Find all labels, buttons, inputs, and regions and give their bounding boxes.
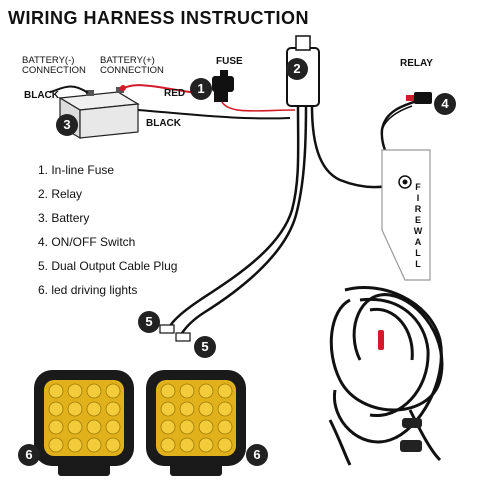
led-cell [48,383,64,399]
legend-item: 2. Relay [38,187,83,201]
harness-connectors [378,330,422,452]
led-cell [217,437,233,453]
firewall-letter: L [415,259,421,269]
led-cell [105,401,121,417]
badge-battery: 3 [56,114,78,136]
led-cell [67,437,83,453]
legend-item: 5. Dual Output Cable Plug [38,259,178,273]
led-cell [160,437,176,453]
led-cell [160,419,176,435]
led-cell [48,401,64,417]
battery-pos-label: BATTERY(+) CONNECTION [100,55,164,77]
fuse-shape [212,70,234,102]
led-cell [198,383,214,399]
led-cell [160,401,176,417]
coiled-harness [328,285,444,466]
legend-item: 6. led driving lights [38,283,138,297]
led-cell [105,419,121,435]
diagram-title: WIRING HARNESS INSTRUCTION [8,8,309,28]
badge-switch: 4 [434,93,456,115]
component-legend: 1. In-line Fuse 2. Relay 3. Battery 4. O… [38,162,177,306]
legend-item: 3. Battery [38,211,90,225]
firewall-letter: F [415,182,421,192]
led-cell [48,419,64,435]
led-cell [86,437,102,453]
led-cell [160,383,176,399]
led-cell [67,383,83,399]
led-cell [198,437,214,453]
led-cell [179,401,195,417]
firewall-letter: A [415,237,422,247]
led-cell [105,437,121,453]
led-cell [217,383,233,399]
badge-relay: 2 [286,58,308,80]
dual-plug-shape [159,324,191,342]
led-cell [198,401,214,417]
led-cell [217,419,233,435]
led-cell [179,437,195,453]
led-cell [198,419,214,435]
battery-neg-label: BATTERY(-) CONNECTION [22,55,86,77]
led-cell [67,419,83,435]
red-label: RED [164,88,186,99]
firewall-plate [381,149,431,281]
legend-item: 4. ON/OFF Switch [38,235,136,249]
led-cells [48,383,233,453]
fuse-label: FUSE [216,56,243,67]
badge-fuse: 1 [190,78,212,100]
led-cell [48,437,64,453]
led-cell [86,419,102,435]
led-cell [67,401,83,417]
black-label-mid: BLACK [146,118,181,129]
firewall-letter: R [415,204,422,214]
firewall-letter: E [415,215,421,225]
black-label-left: BLACK [24,90,59,101]
led-cell [179,383,195,399]
badge-plug-a: 5 [138,311,160,333]
firewall-letter: I [417,193,420,203]
switch-shape [406,92,432,104]
legend-item: 1. In-line Fuse [38,163,115,177]
firewall-letter: L [415,248,421,258]
led-cell [179,419,195,435]
led-cell [86,401,102,417]
led-cell [86,383,102,399]
badge-plug-b: 5 [194,336,216,358]
relay-label: RELAY [400,58,433,69]
firewall-letter: W [414,226,423,236]
badge-light-left: 6 [18,444,40,466]
led-cell [217,401,233,417]
badge-light-right: 6 [246,444,268,466]
led-cell [105,383,121,399]
